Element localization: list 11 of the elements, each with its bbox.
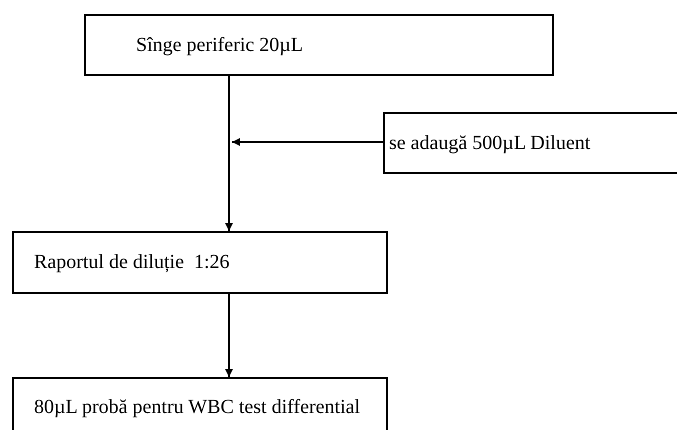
box-label: Raportul de diluție 1:26 [33, 251, 230, 274]
box-label: se adaugă 500µL Diluent [388, 132, 590, 154]
process-box [84, 14, 554, 76]
box-label: 80µL probă pentru WBC test differential [33, 396, 360, 418]
arrow [232, 138, 383, 146]
process-box [383, 112, 677, 174]
arrow [225, 294, 233, 377]
process-box [12, 231, 388, 294]
arrow [225, 76, 233, 231]
process-box [12, 377, 388, 430]
box-label: Sînge periferic 20µL [135, 34, 304, 56]
